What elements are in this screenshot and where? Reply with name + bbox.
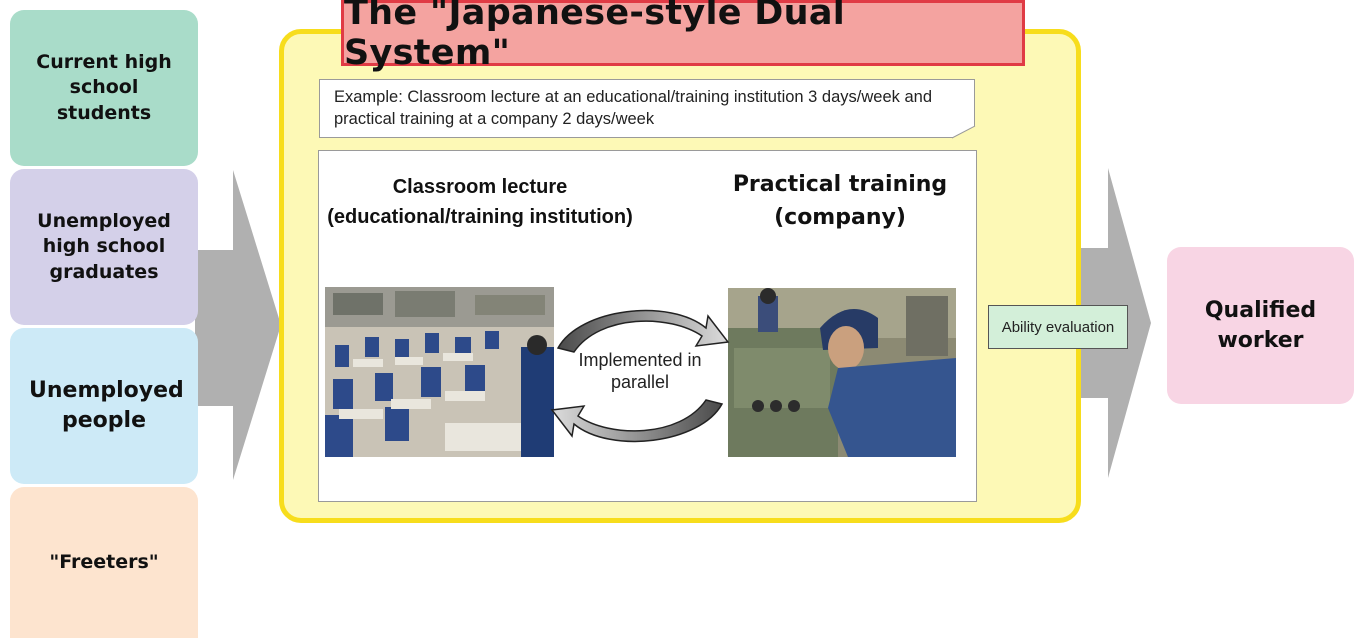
example-note: Example: Classroom lecture at an educati… — [319, 79, 975, 138]
group-unemployed-people: Unemployed people — [10, 328, 198, 484]
classroom-photo — [325, 287, 554, 457]
outcome-qualified-worker: Qualified worker — [1167, 247, 1354, 404]
cycle-arrows-icon — [550, 309, 730, 443]
group-freeters: "Freeters" — [10, 487, 198, 638]
practical-heading: Practical training (company) — [732, 172, 948, 230]
group-current-high-school-students: Current high school students — [10, 10, 198, 166]
practical-photo — [728, 288, 956, 457]
ability-evaluation-label: Ability evaluation — [988, 305, 1128, 349]
group-unemployed-high-school-graduates: Unemployed high school graduates — [10, 169, 198, 325]
classroom-heading: Classroom lecture (educational/training … — [327, 176, 633, 228]
cycle-label: Implemented in parallel — [578, 350, 702, 392]
diagram-title: The "Japanese-style Dual System" — [341, 0, 1025, 73]
input-arrow — [195, 170, 281, 480]
note-fold-icon — [952, 126, 976, 139]
